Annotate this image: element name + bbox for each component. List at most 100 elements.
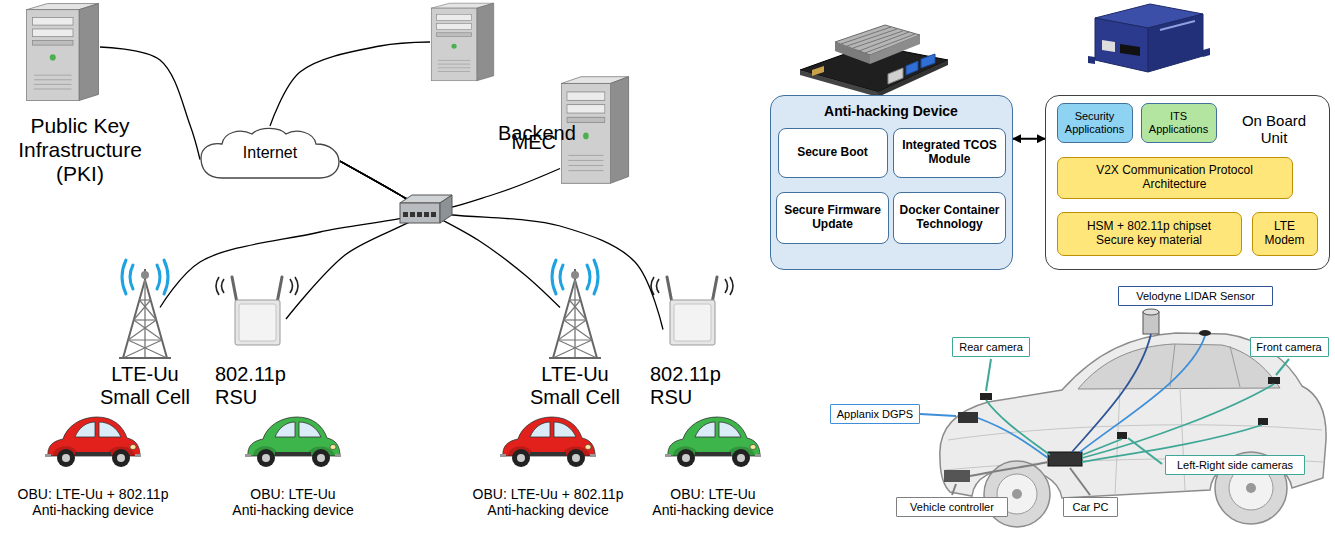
text-group: ITS Applications: [1142, 104, 1216, 142]
unit-panel: On Board UnitSecurity ApplicationsITS Ap…: [1045, 95, 1330, 270]
vehicle-illustration: [1143, 309, 1159, 315]
node-text: OBU: LTE-Uu + 802.11p: [473, 486, 624, 502]
cloud-outline: [201, 128, 339, 178]
embedded-board-photo: [859, 32, 909, 51]
sensor-label: Velodyne LIDAR Sensor: [1118, 286, 1273, 306]
text-group: Integrated TCOS Module: [894, 129, 1005, 177]
sensor-label: Vehicle controller: [896, 497, 1008, 517]
node-text: MEC: [512, 131, 556, 154]
network-switch-icon: [424, 212, 429, 217]
node-text: Car PC: [1072, 501, 1108, 514]
node-text: Anti-hacking device: [652, 502, 773, 518]
vehicle-illustration: [1115, 387, 1185, 495]
text-group: Rear camera: [953, 338, 1029, 356]
vehicle-illustration: [1012, 489, 1022, 499]
node-text: Integrated TCOS Module: [898, 139, 1002, 167]
text-group: Secure Firmware Update: [777, 193, 888, 243]
embedded-board-photo: [853, 31, 903, 48]
cloud-node: Internet: [200, 126, 340, 180]
feature-box: Integrated TCOS Module: [893, 128, 1006, 178]
node-text: Vehicle controller: [910, 501, 994, 514]
vehicle-illustration: [1170, 344, 1240, 387]
sensor-label: Rear camera: [952, 337, 1030, 357]
vehicle-illustration: [1268, 377, 1280, 384]
text-group: Security Applications: [1058, 104, 1132, 142]
feature-box: Secure Firmware Update: [776, 192, 889, 244]
text-group: HSM + 802.11p chipset Secure key materia…: [1058, 213, 1241, 255]
text-group: Vehicle controller: [897, 498, 1007, 516]
network-link: [340, 161, 560, 307]
vehicle-illustration: [952, 484, 956, 495]
server-node: MEC: [560, 75, 630, 185]
rsu-devices: [216, 277, 298, 345]
vehicle-illustration: [1128, 438, 1162, 464]
vehicle-illustration: [978, 418, 1048, 458]
network-switch-icon: [403, 212, 408, 217]
text-group: Left-Right side cameras: [1166, 456, 1304, 474]
vehicle-illustration: [1276, 359, 1289, 375]
node-text: Security Applications: [1062, 110, 1128, 135]
application-box: ITS Applications: [1141, 103, 1217, 143]
embedded-board-photo: [906, 61, 918, 75]
onboard-unit-photo: [1088, 56, 1095, 64]
node-text: Secure Boot: [797, 146, 868, 160]
sensor-label: Front camera: [1250, 337, 1329, 357]
protocol-box: V2X Communication Protocol Architecture: [1057, 157, 1293, 199]
text-group: MEC: [502, 131, 556, 154]
text-group: 802.11p RSU: [650, 363, 745, 409]
vehicle-illustration: [1082, 384, 1274, 458]
network-switch-icon: [400, 203, 440, 223]
vehicles: [45, 417, 141, 467]
text-group: OBU: LTE-UuAnti-hacking device: [198, 486, 388, 518]
rsu-devices: [651, 277, 733, 345]
vehicle-illustration: [1082, 439, 1122, 455]
cell-towers: [549, 260, 601, 358]
vehicles: [45, 417, 761, 467]
text-group: Anti-hacking Device: [771, 103, 1011, 119]
vehicle-illustration: [986, 400, 1050, 455]
node-text: Anti-hacking device: [487, 502, 608, 518]
vehicle-illustration: [1199, 330, 1211, 336]
sensor-label: Left-Right side cameras: [1165, 455, 1305, 475]
server-node: Public Key Infrastructure (PKI): [25, 2, 100, 102]
rsu-node: 802.11p RSU: [228, 277, 286, 347]
server-icons: [27, 4, 99, 101]
cell-towers: [119, 260, 171, 358]
double-arrow: [1013, 138, 1045, 140]
text-group: OBU: LTE-Uu + 802.11pAnti-hacking device: [0, 486, 188, 518]
node-text: ITS Applications: [1146, 110, 1212, 135]
node-text: Secure Firmware Update: [781, 204, 885, 232]
node-text: Anti-hacking Device: [824, 103, 958, 119]
node-text: LTE-Uu Small Cell: [93, 363, 198, 409]
text-group: Docker Container Technology: [894, 193, 1005, 243]
feature-box: Secure Boot: [778, 128, 888, 178]
text-group: LTE Modem: [1253, 213, 1317, 255]
node-text: Anti-hacking device: [32, 502, 153, 518]
node-text: OBU: LTE-Uu + 802.11p: [18, 486, 169, 502]
node-text: OBU: LTE-Uu: [670, 486, 755, 502]
node-text: Rear camera: [959, 341, 1023, 354]
onboard-unit-photo: [1095, 18, 1148, 72]
cell-towers: [119, 260, 601, 358]
onboard-unit-photo: [1120, 44, 1140, 56]
vehicles: [665, 417, 761, 467]
vehicles: [500, 417, 596, 467]
vehicle-illustration: [1246, 483, 1256, 493]
text-group: Internet: [200, 126, 340, 180]
modem-box: LTE Modem: [1252, 212, 1318, 256]
node-text: Left-Right side cameras: [1177, 459, 1293, 472]
node-text: HSM + 802.11p chipset Secure key materia…: [1074, 220, 1224, 248]
vehicle-illustration: [1258, 418, 1268, 425]
vehicle-illustration: [970, 462, 1048, 476]
node-text: OBU: LTE-Uu: [250, 486, 335, 502]
server-icons: [431, 3, 493, 80]
text-group: V2X Communication Protocol Architecture: [1058, 158, 1292, 198]
network-switch-icon: [400, 195, 452, 223]
network-switch-icon: [410, 212, 415, 217]
node-text: LTE Modem: [1259, 220, 1311, 248]
vehicle-node: OBU: LTE-UuAnti-hacking device: [665, 414, 761, 468]
vehicle-illustration: [948, 425, 1322, 440]
onboard-unit-photo: [1088, 4, 1210, 72]
node-text: 802.11p RSU: [215, 363, 305, 409]
